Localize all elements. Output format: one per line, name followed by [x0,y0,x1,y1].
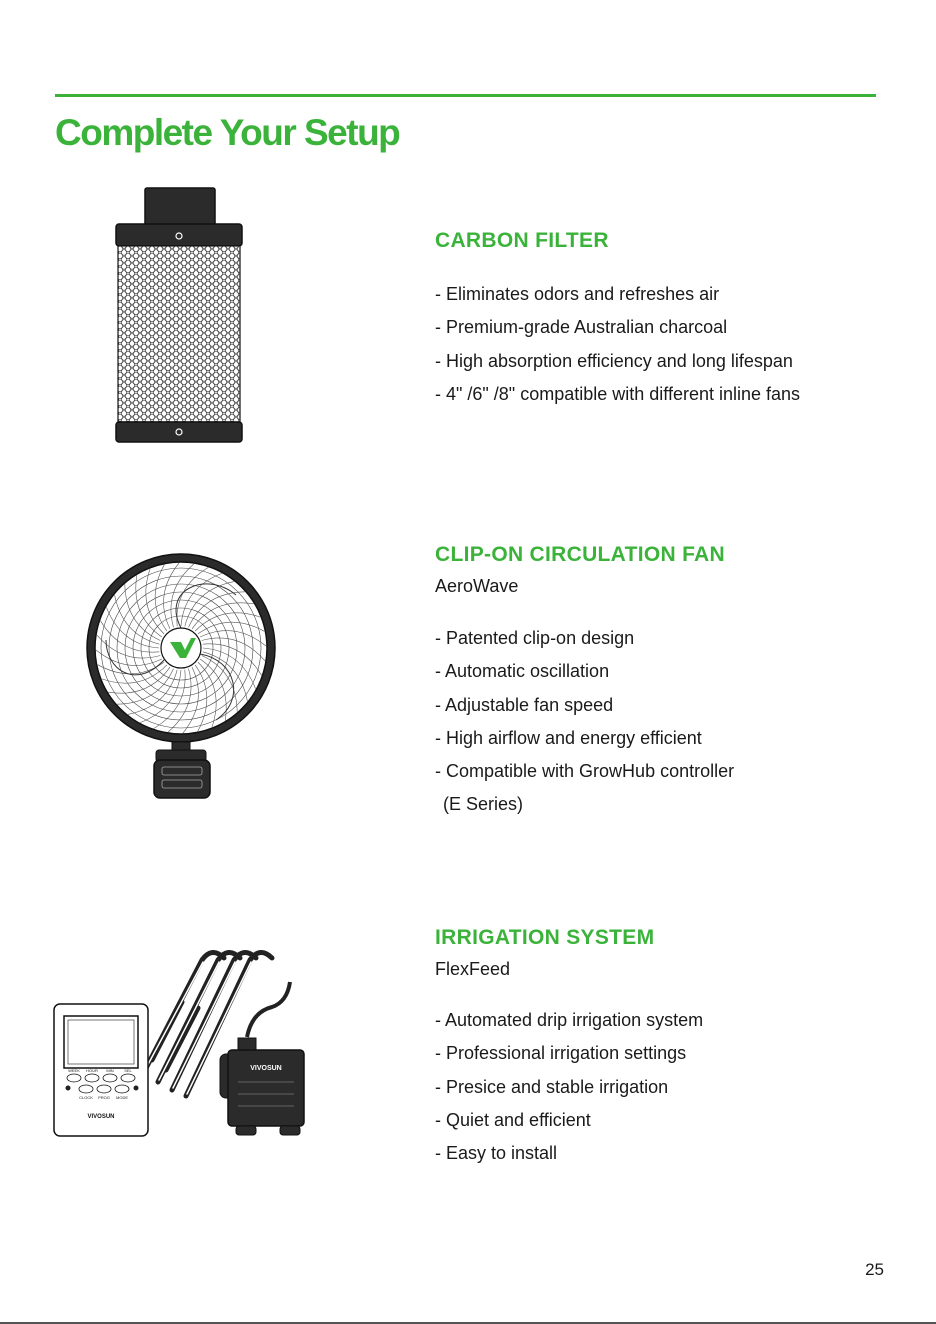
fan-grille-spoke [124,584,161,641]
fan-grille-spoke [188,591,245,628]
list-item: - Quiet and efficient [435,1109,591,1130]
list-item: - High absorption efficiency and long li… [435,350,793,371]
list-item: - Automated drip irrigation system [435,1010,704,1030]
product-name-aerowave: AeroWave [435,576,519,596]
fan-grille-spoke [197,661,217,728]
circulation-fan-features: - Patented clip-on design - Automatic os… [435,622,734,822]
pump-brand: VIVOSUN [250,1065,282,1072]
timer-button-label: MODE [116,1095,128,1100]
fan-grille-spoke [191,602,254,630]
fan-grille-spoke [117,668,174,705]
fan-grille-spoke [145,568,165,635]
fan-grille-spoke [108,666,171,694]
list-item: - High airflow and energy efficient [435,727,702,748]
section-title-circulation-fan: CLIP-ON CIRCULATION FAN [435,543,725,566]
list-item: (E Series) [443,794,524,815]
fan-grille-spoke [184,581,235,627]
fan-grille-spoke [170,563,194,628]
fan-grille-spoke [106,607,160,649]
timer-button-label: SEL [124,1068,132,1073]
fan-grille-spoke [201,655,238,712]
fan-grille-spoke [199,658,227,721]
footer-rule [0,1322,936,1324]
irrigation-system-illustration: WEEK HOUR MIN SEL CLOCK PROG MODE VIVOSU… [53,950,305,1137]
fan-grille-spoke [96,635,161,659]
irrigation-system-features: - Automated drip irrigation system - Pro… [435,1004,703,1170]
fan-grille-spoke [202,643,262,676]
page-title: Complete Your Setup [55,112,401,153]
fan-grille-spoke [168,668,192,733]
fan-grille-spoke [154,564,168,632]
fan-grille-spoke [180,573,222,627]
fan-grille-spoke [201,637,266,661]
carbon-filter-illustration [115,187,243,443]
timer-button-label: PROG [98,1095,110,1100]
fan-grille-spoke [202,647,256,689]
timer-button-label: WEEK [68,1068,80,1073]
list-item: - Adjustable fan speed [435,694,614,715]
list-item: - Easy to install [435,1143,558,1164]
vivosun-logo-icon [170,638,196,658]
list-item: - Patented clip-on design [435,628,635,648]
header-rule [55,94,876,97]
section-title-carbon-filter: CARBON FILTER [435,229,609,252]
timer-brand: VIVOSUN [87,1114,114,1120]
list-item: - Presice and stable irrigation [435,1076,669,1097]
fan-grille-spoke [182,666,199,734]
list-item: - Professional irrigation settings [435,1043,687,1064]
fan-grille-spoke [194,664,208,732]
fan-grille-spoke [140,669,182,723]
fan-grille-spoke [95,649,163,666]
fan-grille-spoke [114,594,160,645]
carbon-filter-features: - Eliminates odors and refreshes air - P… [435,278,800,411]
timer-button-label: CLOCK [79,1095,93,1100]
fan-grille-spoke [197,621,265,635]
timer-button-label: HOUR [86,1068,98,1073]
list-item: - Compatible with GrowHub controller [435,761,735,782]
product-name-flexfeed: FlexFeed [435,959,511,979]
section-title-irrigation-system: IRRIGATION SYSTEM [435,926,655,949]
list-item: - Automatic oscillation [435,661,610,682]
list-item: - Eliminates odors and refreshes air [435,284,720,304]
fan-grille-spoke [163,562,180,630]
fan-grille-spoke [100,620,160,653]
fan-grille-spoke [135,575,163,638]
list-item: - 4" /6" /8" compatible with different i… [435,383,801,404]
circulation-fan-illustration [86,553,276,799]
fan-grille-spoke [101,664,168,684]
fan-grille-spoke [194,612,261,632]
page-number: 25 [865,1260,884,1279]
list-item: - Premium-grade Australian charcoal [435,317,728,338]
fan-grille-spoke [199,630,267,647]
fan-grille-spoke [202,651,248,702]
fan-grille-spoke [153,669,186,729]
timer-button-label: MIN [106,1068,113,1073]
fan-grille-spoke [127,669,178,715]
